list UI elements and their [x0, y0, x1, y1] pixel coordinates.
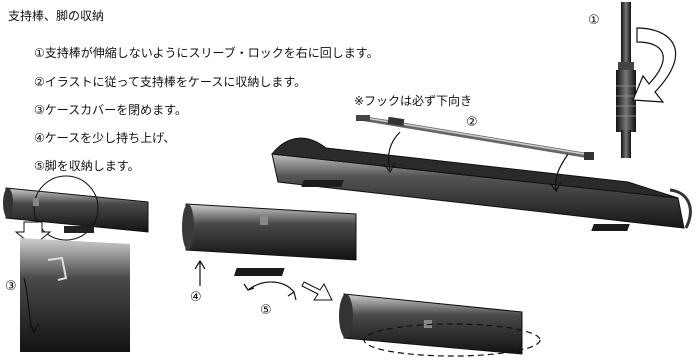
- lift-case-figure: [182, 203, 357, 276]
- hook-note: ※フックは必ず下向き: [354, 94, 473, 108]
- close-cover-figure: [3, 175, 149, 352]
- section-heading: 支持棒、脚の収納: [8, 9, 105, 23]
- up-arrow-icon: [194, 259, 206, 286]
- callout-rod: ②: [466, 115, 478, 130]
- rotate-legs-arrow-icon: [243, 281, 297, 301]
- callout-sleeve-lock: ①: [588, 13, 600, 28]
- sleeve-lock-figure: [616, 2, 677, 158]
- callout-lift: ④: [190, 290, 202, 305]
- step-2-text: ②イラストに従って支持棒をケースに収納します。: [34, 75, 307, 89]
- callout-legs: ⑤: [260, 303, 272, 318]
- support-rod-figure: [356, 115, 594, 160]
- legs-stored-figure: [339, 293, 541, 357]
- step-5-text: ⑤脚を収納します。: [34, 159, 140, 173]
- step-1-text: ①支持棒が伸縮しないようにスリーブ・ロックを右に回します。: [34, 46, 379, 60]
- long-case-figure: [271, 131, 692, 231]
- heading-marker: ．: [0, 9, 8, 23]
- step-4-text: ④ケースを少し持ち上げ、: [34, 131, 176, 145]
- callout-cover: ③: [5, 279, 17, 294]
- step-3-text: ③ケースカバーを閉めます。: [34, 103, 187, 117]
- next-step-arrow-icon: [301, 281, 333, 301]
